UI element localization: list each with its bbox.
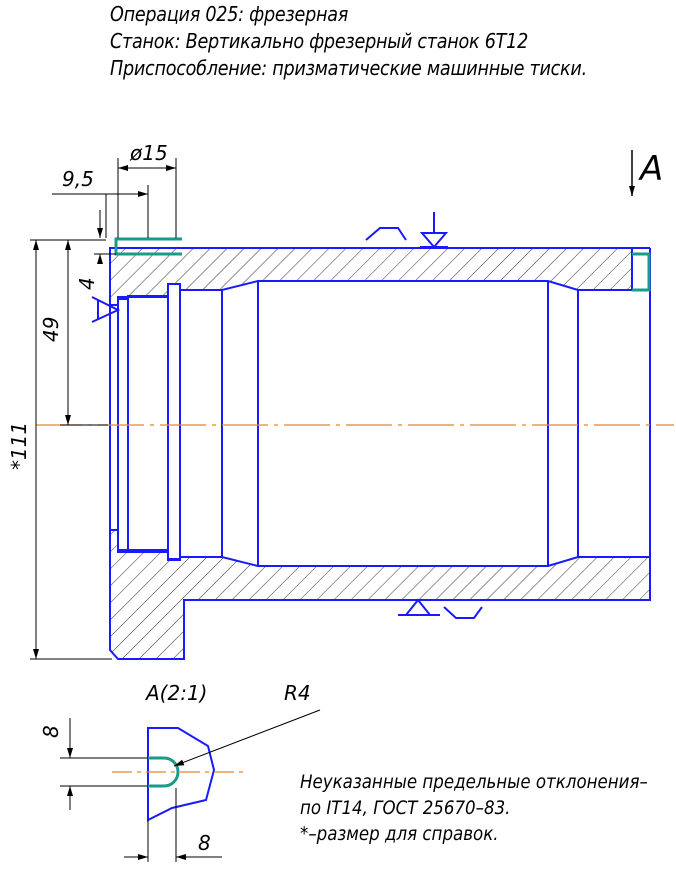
machined-slot-top [114,237,651,292]
standard-note: по IT14, ГОСТ 25670–83. [300,798,511,819]
dim-9-5: 9,5 [62,167,94,191]
locating-symbol-left [91,296,121,323]
reference-note: *–размер для справок. [300,824,499,845]
fixture-label: Приспособление: призматические машинные … [110,56,587,80]
detail-profile [112,727,246,822]
dim-diameter-15: ø15 [129,141,168,165]
detail-radius-label: R4 [284,681,311,705]
detail-dim-vertical: 8 [39,725,63,738]
clamp-symbol-top [365,212,449,249]
view-label-a: А [638,149,663,189]
detail-title: А(2:1) [144,681,207,705]
machine-label: Станок: Вертикально фрезерный станок 6Т1… [110,29,529,53]
operation-title: Операция 025: фрезерная [110,2,349,26]
dim-49: 49 [39,317,63,342]
detail-dim-horizontal: 8 [198,831,211,855]
dim-111-reference: *111 [7,422,31,470]
dimension-lines [30,158,177,660]
dim-4: 4 [75,277,99,290]
tolerance-note: Неуказанные предельные отклонения– [300,772,648,793]
lower-wall-hatch [109,529,651,660]
upper-wall-hatch [109,247,633,306]
detail-dimensions [60,709,321,862]
support-symbol-bottom [398,598,483,619]
